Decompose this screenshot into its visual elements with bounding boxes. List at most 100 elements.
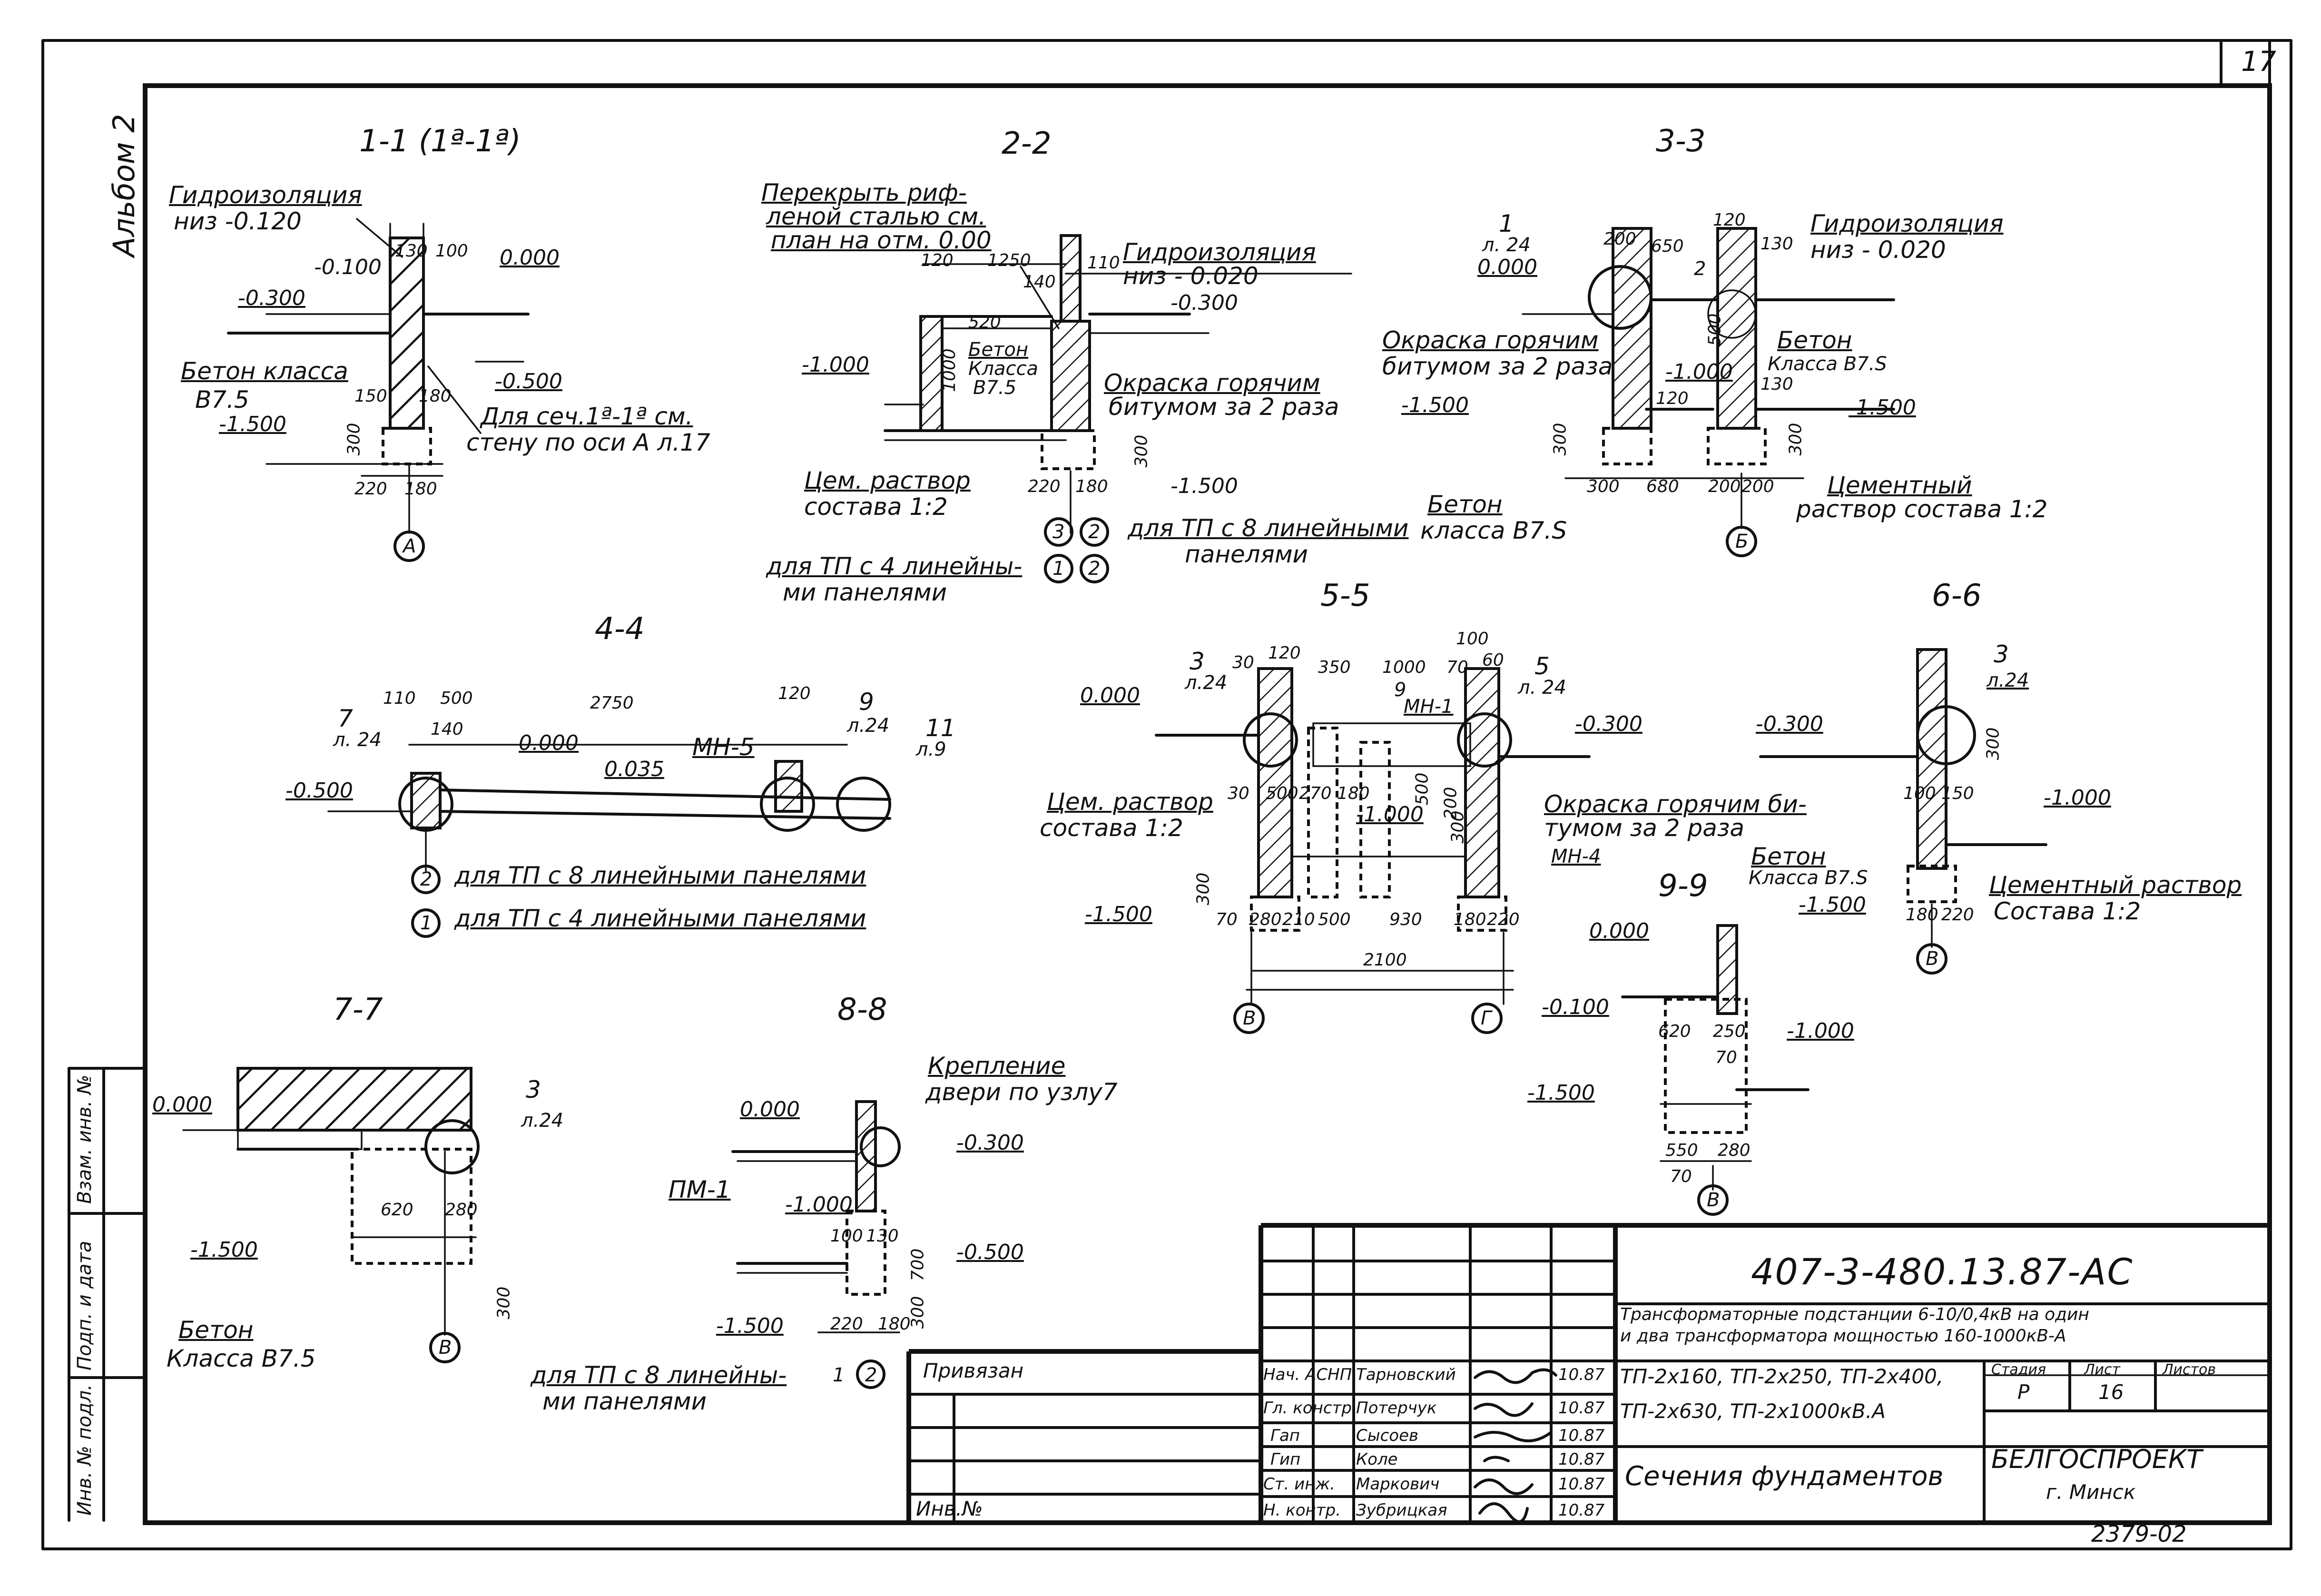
s55-axis-g: Г — [1481, 1007, 1492, 1029]
s22-beton: Бетон — [968, 339, 1028, 361]
s44-d2750: 2750 — [590, 693, 634, 713]
s33-d130: 130 — [1760, 234, 1793, 254]
tb-archive: 2379-02 — [2091, 1521, 2187, 1547]
s33-axis: Б — [1735, 531, 1749, 552]
s99-d280: 280 — [1718, 1141, 1751, 1160]
tb-inv: Инв.№ — [916, 1497, 983, 1520]
section-5-5-title: 5-5 — [1320, 578, 1370, 613]
s22-note8a: для ТП с 8 линейными — [1128, 514, 1409, 542]
s55-e1500: -1.500 — [1085, 902, 1152, 926]
tb-desc2: и два трансформатора мощностью 160-1000к… — [1620, 1326, 2066, 1346]
section-9-9 — [1621, 924, 1810, 1216]
tb-row4-date: 10.87 — [1558, 1450, 1605, 1469]
s77-beton: Бетон — [178, 1316, 254, 1344]
s55-d210: 210 — [1282, 910, 1315, 929]
s11-note1: Для сеч.1ª-1ª см. — [481, 403, 693, 430]
s22-over3: план на отм. 0.00 — [771, 227, 992, 254]
s33-e1500b: -1.500 — [1849, 395, 1916, 420]
title-block-lines — [906, 1223, 2271, 1524]
s66-c3: 3 — [1994, 640, 2009, 668]
s33-hydro-level: низ - 0.020 — [1810, 236, 1946, 264]
s44-e500: -0.500 — [285, 778, 353, 803]
s55-d500: 500 — [1266, 784, 1298, 803]
s33-e1000: -1.000 — [1665, 360, 1733, 384]
s55-d300b: 300 — [1193, 872, 1213, 906]
s66-e300: -0.300 — [1756, 712, 1823, 736]
s44-c1: 1 — [420, 912, 433, 934]
s44-note4: для ТП с 4 линейными панелями — [454, 905, 866, 932]
s55-d70: 70 — [1446, 658, 1468, 677]
s11-d150: 150 — [354, 386, 387, 406]
s55-d500c: 500 — [1318, 910, 1351, 929]
s11-hydro: Гидроизоляция — [169, 181, 362, 209]
tb-org: БЕЛГОСПРОЕКТ — [1991, 1444, 2203, 1474]
section-2-2-title: 2-2 — [1002, 126, 1052, 161]
tb-row5-role: Ст. инж. — [1263, 1475, 1335, 1494]
s22-c2: 2 — [1088, 521, 1101, 543]
s44-l24b: л.24 — [847, 715, 890, 737]
s11-e100: -0.100 — [314, 255, 382, 279]
tb-row5-date: 10.87 — [1558, 1475, 1605, 1494]
s66-e1000: -1.000 — [2044, 786, 2111, 810]
s22-e300: -0.300 — [1170, 291, 1238, 315]
s77-axis: В — [439, 1337, 452, 1359]
s33-beton: Бетон — [1777, 326, 1852, 354]
tb-row1-role: Нач. АСНП — [1263, 1365, 1352, 1384]
s22-hydro-level: низ - 0.020 — [1123, 262, 1259, 290]
s22-d140: 140 — [1023, 272, 1056, 292]
s66-d180: 180 — [1906, 905, 1938, 925]
s33-paint2: битумом за 2 раза — [1382, 353, 1613, 380]
tb-row4-role: Гип — [1270, 1450, 1301, 1469]
tb-row1-name: Тарновский — [1356, 1365, 1456, 1384]
tb-sheet: 16 — [2098, 1380, 2124, 1404]
s66-d100: 100 — [1903, 784, 1936, 803]
s55-d100: 100 — [1456, 629, 1489, 649]
s44-d120: 120 — [778, 684, 811, 703]
s33-d200b: 200 — [1708, 477, 1741, 496]
section-3-3-title: 3-3 — [1656, 124, 1706, 159]
s55-d2100: 2100 — [1363, 950, 1407, 970]
tb-row2-date: 10.87 — [1558, 1399, 1605, 1418]
s55-d30b: 30 — [1228, 784, 1249, 803]
outer-frame — [41, 39, 2292, 1550]
s22-d520: 520 — [968, 313, 1001, 332]
stamp-vzam-inv: Взам. инв. № — [74, 1074, 96, 1204]
left-stamp-columns — [68, 1067, 147, 1522]
s77-c3: 3 — [526, 1076, 541, 1103]
section-6-6 — [1759, 648, 2047, 975]
tb-row6-date: 10.87 — [1558, 1501, 1605, 1520]
s11-beton: Бетон класса — [181, 357, 348, 385]
s77-d300: 300 — [494, 1286, 514, 1320]
tb-row2-role: Гл. констр. — [1263, 1399, 1357, 1418]
s55-axis-v: В — [1243, 1007, 1256, 1029]
tb-sheets-h: Листов — [2163, 1361, 2216, 1378]
section-8-8 — [731, 1100, 901, 1389]
s77-d280: 280 — [445, 1200, 478, 1220]
s33-hydro: Гидроизоляция — [1810, 210, 2004, 237]
tb-row1-date: 10.87 — [1558, 1365, 1605, 1384]
s99-d70: 70 — [1715, 1048, 1737, 1067]
s55-paint2: тумом за 2 раза — [1544, 814, 1745, 842]
s66-d300: 300 — [1983, 727, 2003, 760]
s22-note8b: панелями — [1185, 541, 1308, 568]
s88-d300: 300 — [908, 1296, 928, 1329]
s88-d130: 130 — [866, 1226, 899, 1246]
s77-e000: 0.000 — [152, 1093, 212, 1117]
s88-e1500: -1.500 — [716, 1314, 784, 1338]
s11-e500: -0.500 — [495, 369, 562, 394]
s66-beton: Бетон — [1751, 843, 1826, 870]
s33-c2: 2 — [1694, 258, 1706, 280]
section-1-1 — [227, 218, 530, 562]
tb-row6-name: Зубрицкая — [1356, 1501, 1447, 1520]
inner-frame — [143, 83, 2272, 1525]
s22-cem1: Цем. раствор — [804, 467, 971, 494]
s33-d300-bottom: 300 — [1587, 477, 1620, 496]
s55-d1000: 1000 — [1382, 658, 1426, 677]
s44-d500: 500 — [440, 689, 473, 708]
section-7-7 — [182, 1067, 480, 1363]
s77-e1500: -1.500 — [190, 1238, 258, 1262]
s33-e000: 0.000 — [1477, 255, 1537, 279]
s11-b75: B7.5 — [195, 386, 249, 414]
